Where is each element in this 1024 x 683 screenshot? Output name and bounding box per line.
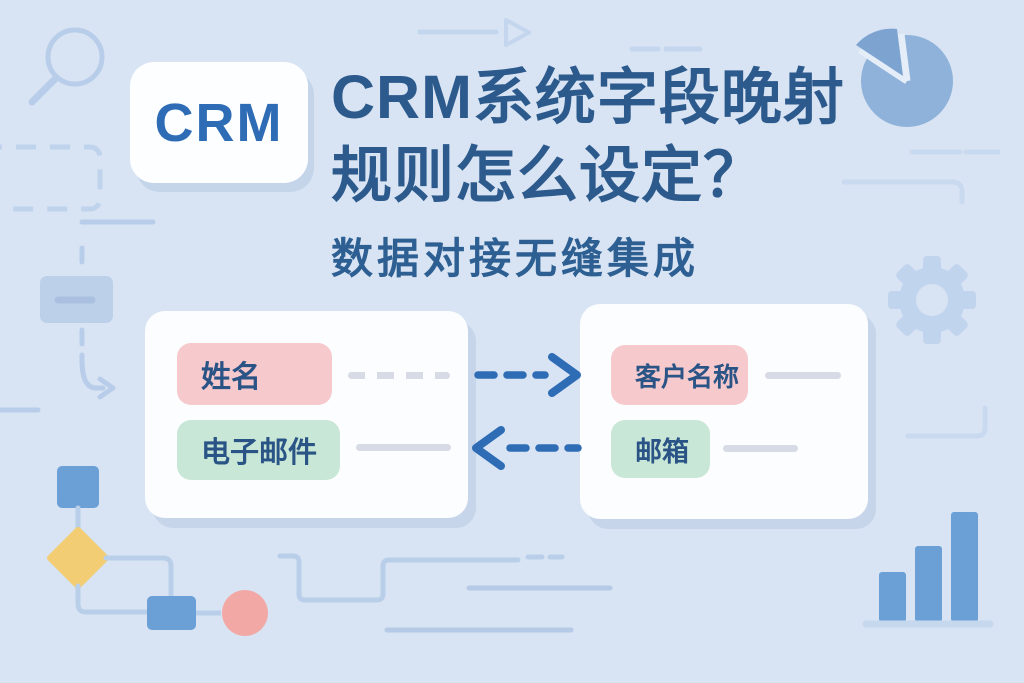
field-badge-customer-name: 客户名称 [611,345,748,405]
field-badge-email: 电子邮件 [177,420,340,480]
field-label: 邮箱 [635,436,689,467]
pie-chart-icon [856,28,953,127]
field-badge-mailbox: 邮箱 [611,420,710,478]
source-fields-card: 姓名 电子邮件 [145,311,468,518]
field-label: 客户名称 [635,361,740,392]
page-subtitle: 数据对接无缝集成 [331,235,700,282]
crm-logo-text: CRM [154,92,284,153]
solid-rect-decor [40,276,113,323]
gear-icon [888,256,976,344]
arrow-right-icon [474,353,581,397]
field-connector-line [356,444,451,451]
pink-circle [222,590,268,636]
page-title-line2: 规则怎么设定？ [331,141,766,209]
crm-logo-card: CRM [130,62,308,183]
arrow-left-icon [472,426,582,470]
target-fields-card: 客户名称 邮箱 [580,304,868,519]
left-connector-lines [0,219,156,413]
dashed-rect-decor [0,144,103,212]
magnifier-icon [28,27,105,106]
play-triangle-icon [417,18,703,52]
field-connector-line [348,372,450,379]
field-connector-line [765,372,841,379]
bottom-connector-lines [277,553,613,633]
bar-chart-icon [862,512,994,628]
field-label: 电子邮件 [201,437,318,469]
page-title-line1: CRM系统字段晚射 [331,63,845,131]
field-label: 姓名 [201,361,261,394]
title-block: CRM系统字段晚射 规则怎么设定？ 数据对接无缝集成 [331,58,845,286]
small-arrowhead [97,376,116,400]
field-badge-name: 姓名 [177,343,332,405]
field-connector-line [723,445,798,452]
